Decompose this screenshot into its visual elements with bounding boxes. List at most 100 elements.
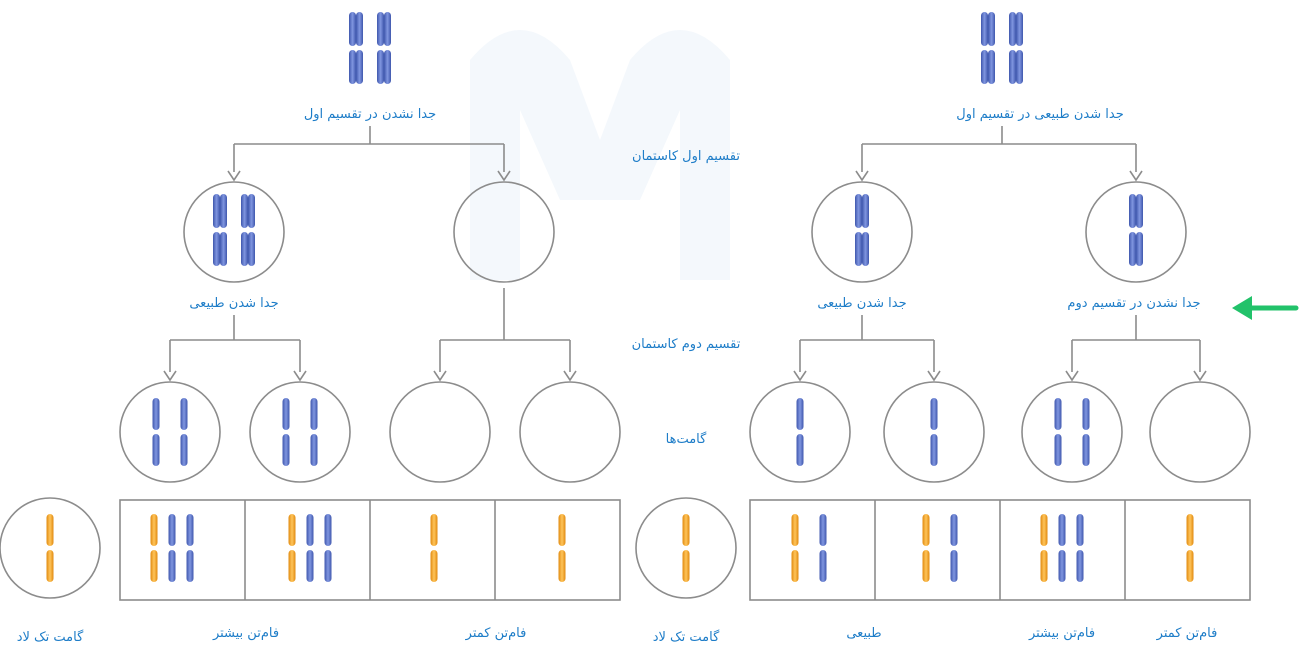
arrowhead — [163, 370, 177, 382]
chromatid — [930, 398, 938, 430]
chromatid — [282, 434, 290, 466]
right-gamete-more-label: فام‌تن بیشتر — [1028, 626, 1095, 641]
gamete-cell — [119, 381, 221, 483]
arrowhead — [855, 170, 869, 182]
right-top-label: جدا شدن طبیعی در تقسیم اول — [956, 107, 1123, 122]
chromatid — [981, 12, 988, 46]
chromatid — [46, 514, 54, 546]
tree-connectors — [163, 126, 1207, 382]
chromatid — [1054, 398, 1062, 430]
single-gamete-circle-right — [635, 497, 737, 599]
chromatid — [1016, 12, 1023, 46]
chromatid — [1009, 50, 1016, 84]
chromatid — [682, 514, 690, 546]
connector — [799, 315, 935, 372]
chromatid — [1129, 232, 1136, 266]
left-top-label: جدا نشدن در تقسیم اول — [304, 107, 436, 122]
gamete-cell — [883, 381, 985, 483]
chromatid — [862, 232, 869, 266]
chromatid — [819, 514, 827, 546]
chromatid — [306, 514, 314, 546]
chromatid — [150, 550, 158, 582]
gamete-cell — [1021, 381, 1123, 483]
arrowhead — [433, 370, 447, 382]
arrowhead — [293, 370, 307, 382]
chromatid — [306, 550, 314, 582]
chromatid — [558, 550, 566, 582]
chromatid — [1040, 550, 1048, 582]
chromatid — [1136, 194, 1143, 228]
arrowhead — [1193, 370, 1207, 382]
chromatid — [1136, 232, 1143, 266]
chromatid — [186, 550, 194, 582]
chromatid — [791, 514, 799, 546]
chromatid — [1082, 434, 1090, 466]
chromatid — [282, 398, 290, 430]
chromatid — [377, 12, 384, 46]
chromatid — [288, 514, 296, 546]
chromatid — [1186, 514, 1194, 546]
chromatid — [1076, 514, 1084, 546]
chromatid — [213, 194, 220, 228]
chromatid — [152, 398, 160, 430]
chromatid — [241, 232, 248, 266]
arrowhead — [497, 170, 511, 182]
connector — [233, 126, 505, 172]
chromatid — [922, 514, 930, 546]
chromatid — [981, 50, 988, 84]
chromosomes — [46, 12, 1194, 582]
chromatid — [988, 12, 995, 46]
chromatid — [168, 550, 176, 582]
chromatid — [384, 50, 391, 84]
stage-label-meiosis1: تقسیم اول کاستمان — [632, 149, 740, 164]
chromatid — [1082, 398, 1090, 430]
gamete-cell — [749, 381, 851, 483]
arrowhead — [793, 370, 807, 382]
cells — [0, 181, 1251, 601]
chromatid — [356, 50, 363, 84]
gamete-cell — [519, 381, 621, 483]
chromatid — [430, 550, 438, 582]
cell-left-normal — [183, 181, 285, 283]
chromatid — [930, 434, 938, 466]
arrowhead — [927, 370, 941, 382]
chromatid — [377, 50, 384, 84]
chromatid — [288, 550, 296, 582]
right-cell-normal-label: جدا شدن طبیعی — [817, 296, 906, 311]
left-gamete-less-label: فام‌تن کمتر — [465, 626, 527, 641]
chromatid — [855, 232, 862, 266]
cell-right-normal — [811, 181, 913, 283]
chromatid — [1186, 550, 1194, 582]
stage-label-meiosis2: تقسیم دوم کاستمان — [632, 337, 741, 352]
right-gamete-less-label: فام‌تن کمتر — [1156, 626, 1218, 641]
chromatid — [430, 514, 438, 546]
chromatid — [180, 398, 188, 430]
chromatid — [950, 514, 958, 546]
chromatid — [213, 232, 220, 266]
chromatid — [950, 550, 958, 582]
chromatid — [356, 12, 363, 46]
chromatid — [324, 514, 332, 546]
chromatid — [150, 514, 158, 546]
cell-right-nondisjunction — [1085, 181, 1187, 283]
chromatid — [922, 550, 930, 582]
chromatid — [349, 12, 356, 46]
chromatid — [862, 194, 869, 228]
chromatid — [1016, 50, 1023, 84]
chromatid — [819, 550, 827, 582]
chromatid — [682, 550, 690, 582]
connector — [861, 126, 1137, 172]
chromatid — [180, 434, 188, 466]
right-gamete-normal-label: طبیعی — [846, 626, 881, 641]
chromatid — [248, 194, 255, 228]
chromatid — [310, 398, 318, 430]
chromatid — [1058, 514, 1066, 546]
arrowhead — [227, 170, 241, 182]
chromatid — [558, 514, 566, 546]
chromatid — [46, 550, 54, 582]
green-left-arrow-icon — [1232, 296, 1299, 320]
connector — [169, 315, 301, 372]
chromatid — [168, 514, 176, 546]
